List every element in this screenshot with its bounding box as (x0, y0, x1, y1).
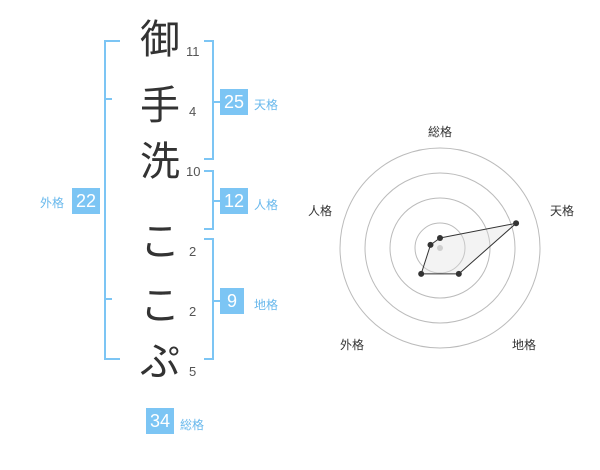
name-char-6: ぷ (140, 339, 180, 385)
name-char-1: 御 (140, 17, 180, 63)
tenkaku-value: 25 (220, 89, 248, 115)
jinkaku-bracket-bottom (204, 228, 214, 230)
name-char-5: こ (140, 283, 180, 329)
jinkaku-value: 12 (220, 188, 248, 214)
soukaku-value: 34 (146, 408, 174, 434)
radar-axis-label: 地格 (512, 338, 537, 352)
tenkaku-bracket-top (204, 40, 214, 42)
jinkaku-label: 人格 (254, 198, 279, 212)
gaikaku-value: 22 (72, 188, 100, 214)
radar-rings (339, 147, 541, 349)
radar-ring (389, 197, 491, 299)
chikaku-bracket-tick (212, 300, 220, 302)
gaikaku-bracket (104, 40, 106, 360)
radar-axis-label: 総格 (428, 125, 453, 139)
radar-ring (414, 222, 466, 274)
stroke-count-1: 11 (186, 44, 200, 59)
gaikaku-bracket-bottom (104, 358, 120, 360)
chikaku-label: 地格 (254, 298, 279, 312)
radar-axis-label: 外格 (340, 338, 365, 352)
radar-points (418, 220, 520, 277)
radar-axis-label: 天格 (550, 204, 575, 218)
tenkaku-bracket (212, 40, 214, 160)
jinkaku-bracket-top (204, 170, 214, 172)
radar-center-dot (437, 245, 443, 251)
jinkaku-bracket-tick (212, 200, 220, 202)
gaikaku-bracket-top (104, 40, 120, 42)
stroke-count-4: 2 (189, 244, 197, 259)
stroke-count-2: 4 (189, 104, 197, 119)
gaikaku-bracket-tick (104, 98, 112, 100)
radar-point (513, 220, 520, 227)
soukaku-label: 総格 (180, 418, 205, 432)
stroke-count-3: 10 (186, 164, 201, 179)
radar-point (437, 235, 443, 241)
stroke-count-5: 2 (189, 304, 197, 319)
chikaku-value: 9 (220, 288, 244, 314)
radar-polygon (420, 222, 518, 275)
name-char-4: こ (140, 219, 180, 265)
tenkaku-bracket-bottom (204, 158, 214, 160)
radar-ring (339, 147, 541, 349)
tenkaku-label: 天格 (254, 98, 279, 112)
stroke-count-6: 5 (189, 364, 197, 379)
chikaku-bracket (212, 238, 214, 360)
chikaku-bracket-top (204, 238, 214, 240)
radar-point (427, 241, 434, 248)
gaikaku-label: 外格 (40, 196, 65, 210)
chikaku-bracket-bottom (204, 358, 214, 360)
tenkaku-bracket-tick (212, 101, 220, 103)
name-char-2: 手 (140, 83, 180, 129)
name-char-3: 洗 (140, 139, 180, 185)
radar-ring (364, 172, 516, 324)
radar-axis-label: 人格 (308, 204, 333, 218)
gaikaku-bracket-tick (104, 298, 112, 300)
radar-point (418, 270, 425, 277)
radar-point (455, 270, 462, 277)
